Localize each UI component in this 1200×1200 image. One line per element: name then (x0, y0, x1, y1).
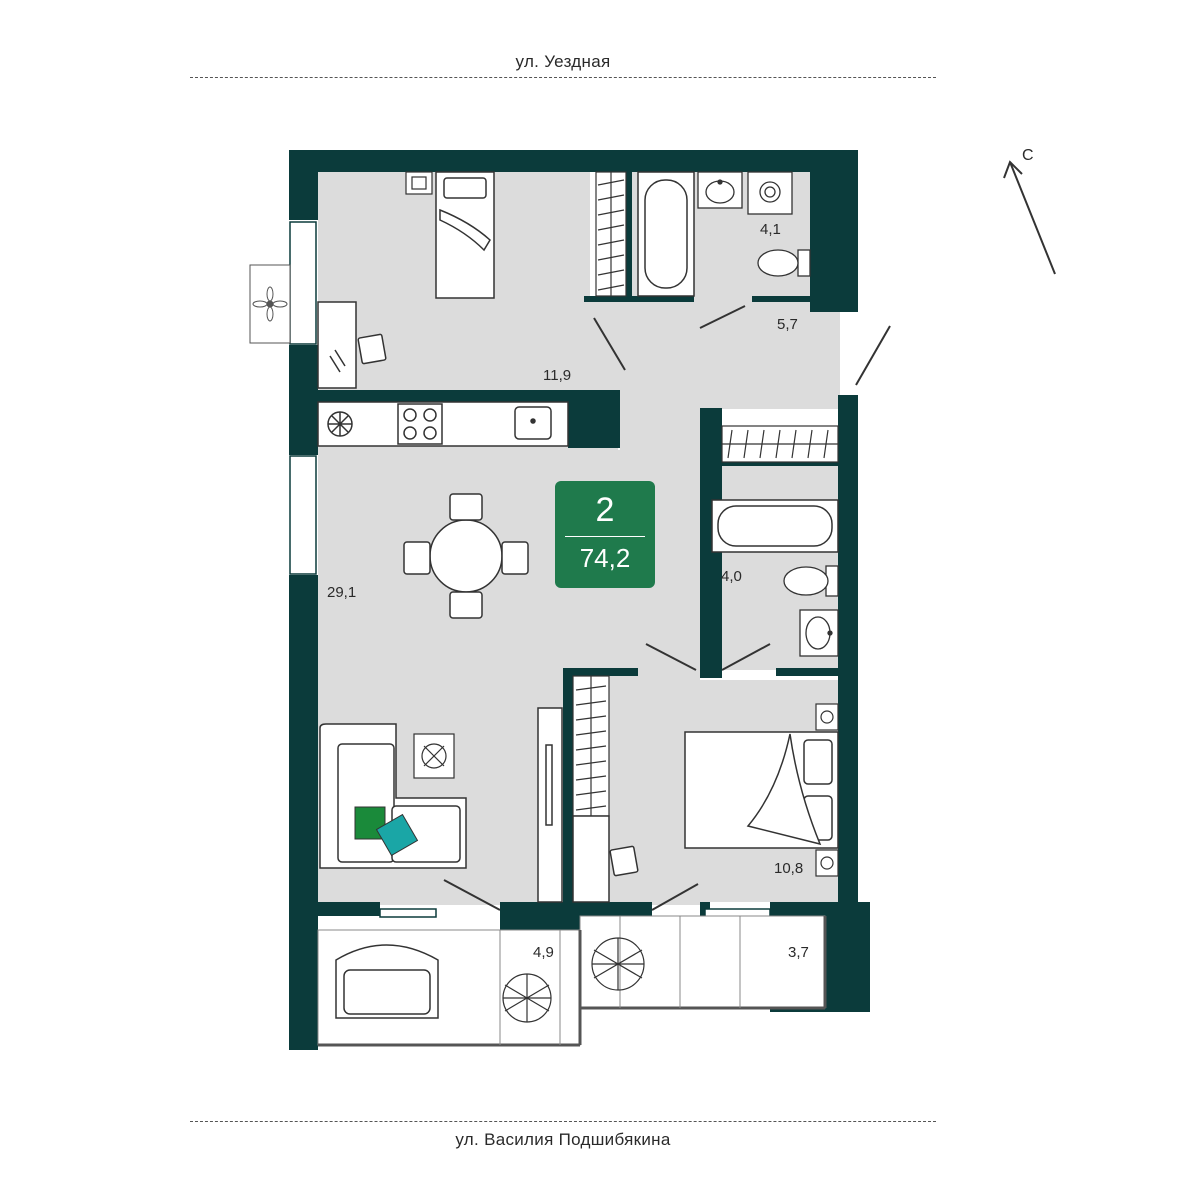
tv-stand (537, 707, 563, 903)
chair (357, 333, 387, 365)
wardrobe-bedroom (572, 675, 610, 817)
badge-divider (565, 536, 645, 537)
wall-kitchen-top (318, 390, 620, 402)
apartment-badge: 2 74,2 (555, 481, 655, 588)
wall-bath-top-bottom-right (752, 296, 810, 302)
sink-icon (799, 609, 839, 657)
plant-icon (413, 733, 455, 779)
compass-icon (1003, 160, 1056, 275)
doors (443, 305, 891, 911)
wardrobe-top (595, 171, 627, 297)
door-bathroom-top (699, 305, 746, 329)
street-bottom-label: ул. Василия Подшибякина (455, 1130, 671, 1149)
nightstand (405, 171, 433, 195)
ac-unit (249, 264, 291, 344)
wardrobe-corridor (721, 425, 839, 463)
bathtub (637, 171, 695, 297)
window-left-mid (289, 455, 317, 575)
plant-icon (591, 937, 645, 991)
desk-bedroom (572, 815, 610, 903)
wall-bath-right-bottom (776, 668, 838, 676)
door-living-balcony (443, 879, 501, 911)
wall-kitchen-column (568, 390, 620, 448)
compass-label: С (1022, 147, 1034, 164)
total-area: 74,2 (579, 543, 631, 573)
area-bedroom-small: 11,9 (543, 367, 572, 384)
wall-right-side (838, 395, 858, 905)
window-bottom-left (379, 908, 437, 918)
wall-right-top (810, 150, 858, 312)
area-kitchen-living: 29,1 (327, 584, 357, 601)
wall-bath-top-left (626, 172, 632, 299)
street-bottom-line (190, 1121, 936, 1122)
area-balcony-right: 3,7 (788, 944, 809, 961)
pillow-teal (375, 813, 419, 857)
street-top-line (190, 77, 936, 78)
bathtub-right (711, 499, 839, 553)
sink-icon (697, 171, 743, 209)
bed-single (435, 171, 495, 299)
bed-double (684, 731, 839, 849)
area-bathroom-right: 4,0 (721, 568, 742, 585)
door-entrance (855, 325, 891, 386)
nightstand (815, 849, 839, 877)
windows (289, 221, 771, 918)
wall-left-top (289, 150, 318, 220)
area-hallway: 5,7 (777, 316, 798, 333)
wall-corridor-left (700, 408, 722, 678)
wall-left-mid2 (289, 575, 318, 1050)
dining-table (403, 493, 529, 619)
area-balcony-left: 4,9 (533, 944, 554, 961)
wall-bath-top-bottom (584, 296, 694, 302)
wall-bedroom-left (563, 668, 573, 908)
area-bedroom-large: 10,8 (774, 860, 804, 877)
chair (609, 845, 639, 877)
door-bathroom-right (721, 643, 771, 671)
door-bedroom-balcony (651, 883, 699, 911)
plant-icon (502, 973, 552, 1023)
window-left-top (289, 221, 317, 345)
door-corridor (645, 643, 697, 671)
wall-top (289, 150, 858, 172)
wall-bottom-left (318, 902, 380, 916)
kitchen-counter (317, 401, 569, 447)
door-bedroom-small (593, 317, 626, 371)
wall-bedroom-left-top (563, 668, 638, 676)
toilet-icon (783, 565, 839, 597)
street-top-label: ул. Уездная (515, 52, 611, 71)
nightstand (815, 703, 839, 731)
room-count: 2 (595, 491, 615, 529)
washing-machine-icon (747, 171, 793, 215)
area-bathroom-top: 4,1 (760, 221, 781, 238)
balcony-right (579, 915, 826, 1009)
desk (317, 301, 357, 389)
wall-left-mid1 (289, 345, 318, 455)
balcony-sofa (335, 944, 439, 1019)
toilet-icon (757, 249, 811, 277)
wall-bath-right-top (712, 460, 838, 466)
